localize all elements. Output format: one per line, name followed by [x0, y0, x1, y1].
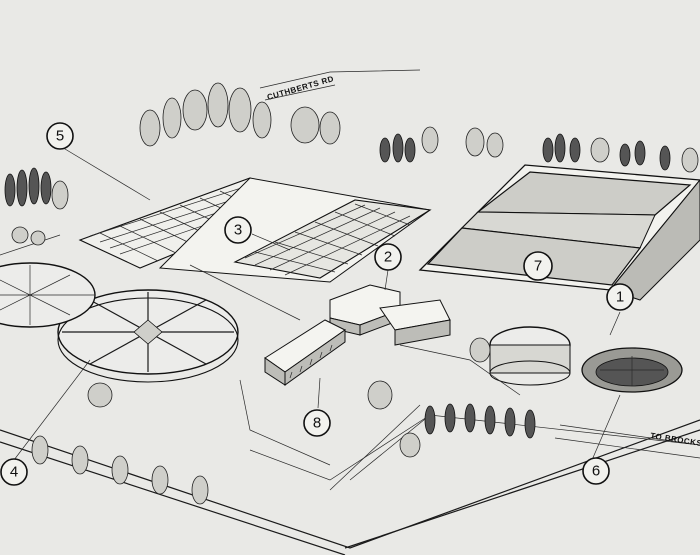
callout-5: 5	[46, 122, 74, 150]
callout-1: 1	[606, 283, 634, 311]
clarifier-main	[57, 289, 239, 383]
clarifier-west	[0, 262, 96, 328]
callout-3-number: 3	[234, 222, 242, 239]
callout-6: 6	[582, 457, 610, 485]
filter-beds-lower	[233, 199, 432, 279]
callout-5-number: 5	[56, 128, 64, 145]
service-roads	[189, 264, 521, 481]
callout-1-number: 1	[616, 289, 624, 306]
tree-line-north	[139, 82, 699, 173]
control-building	[329, 284, 451, 346]
callout-7: 7	[523, 251, 553, 281]
digester-tank	[489, 326, 571, 386]
callout-4-number: 4	[10, 464, 18, 481]
callout-8-number: 8	[313, 415, 321, 432]
tree-line-south	[31, 337, 536, 505]
callout-4: 4	[0, 458, 28, 486]
tree-cluster-west	[4, 167, 69, 246]
callout-2-number: 2	[384, 249, 392, 266]
lagoons	[418, 164, 700, 301]
callout-6-number: 6	[592, 463, 600, 480]
callout-2: 2	[374, 243, 402, 271]
callout-8: 8	[303, 409, 331, 437]
secondary-tank	[581, 347, 683, 393]
callout-7-number: 7	[534, 258, 542, 275]
office-building	[264, 319, 346, 386]
callout-3: 3	[224, 216, 252, 244]
callout-leaders	[13, 145, 621, 461]
